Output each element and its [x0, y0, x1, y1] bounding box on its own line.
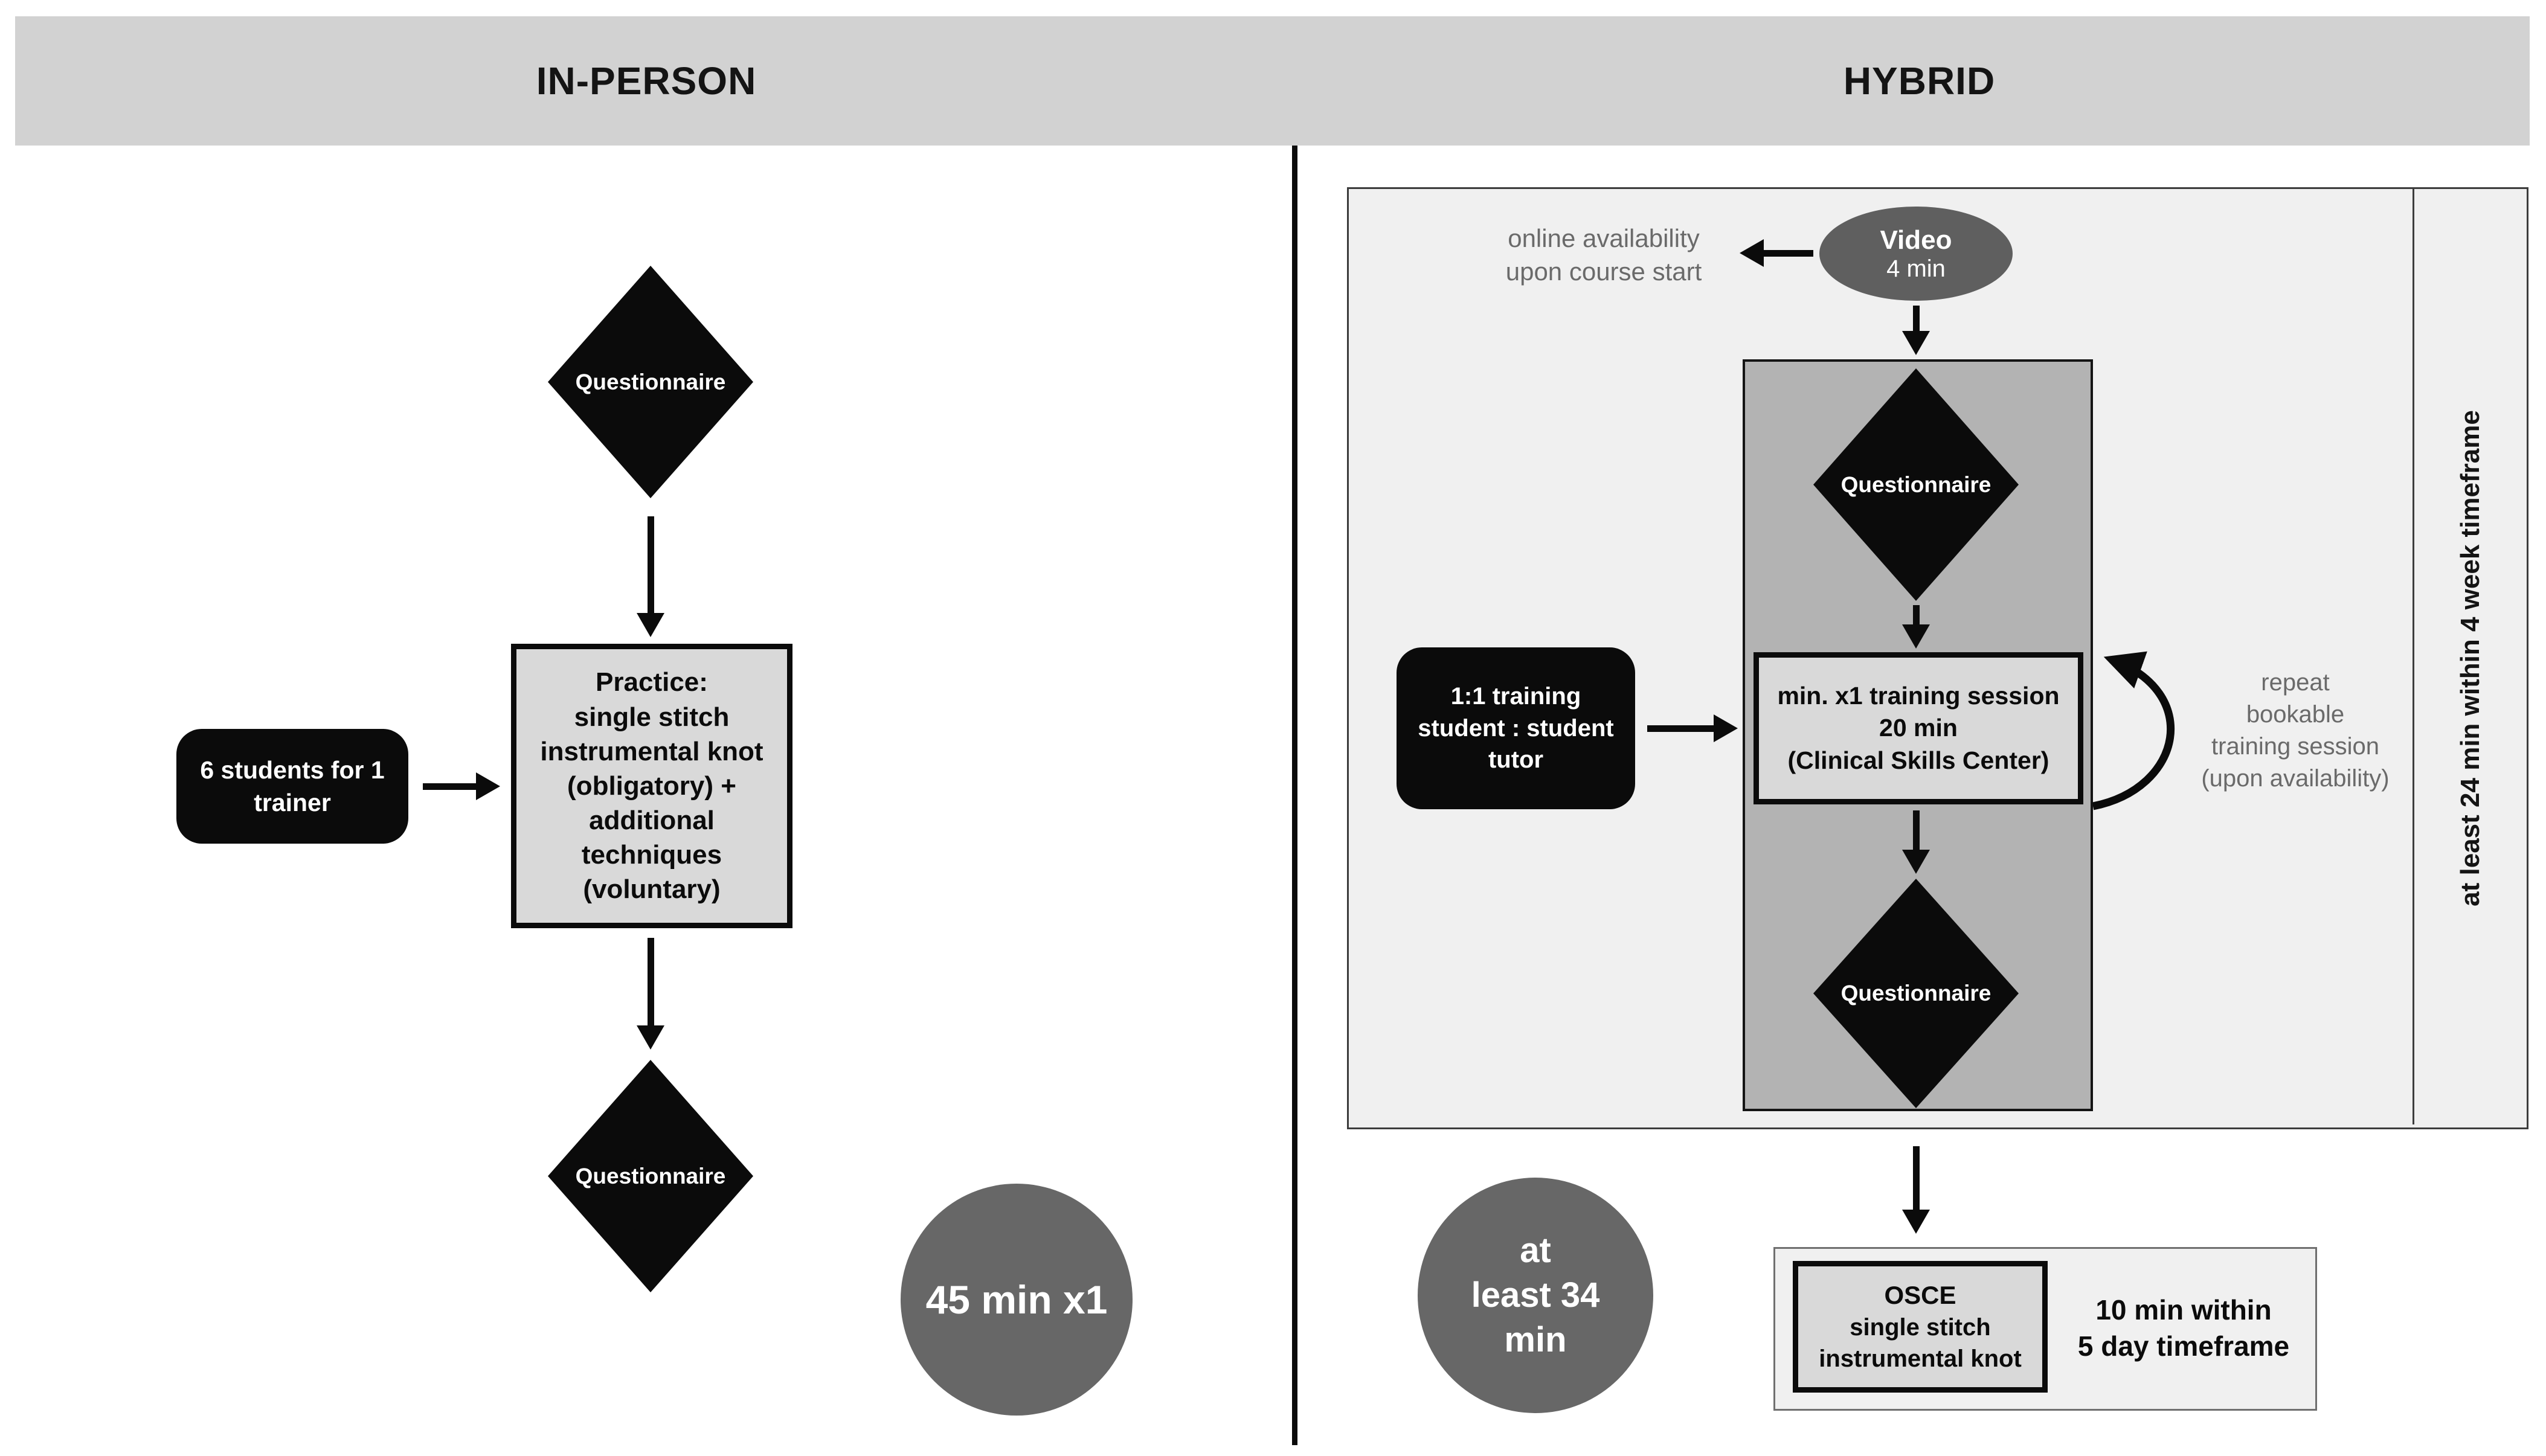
arrow-stem	[423, 783, 476, 790]
osce-body: single stitch instrumental knot	[1819, 1314, 2022, 1373]
arrow-head	[1714, 714, 1738, 742]
arrow-stem	[647, 938, 654, 1025]
arrow-head	[1902, 850, 1930, 874]
header-band	[15, 16, 2530, 146]
arrow-stem	[1764, 249, 1813, 257]
column-divider	[1292, 146, 1297, 1445]
arrow-left-icon	[1740, 239, 1813, 267]
osce-box: OSCE single stitch instrumental knot	[1793, 1261, 2048, 1393]
repeat-session-note: repeat bookable training session (upon a…	[2201, 669, 2390, 792]
practice-box: Practice: single stitch instrumental kno…	[511, 644, 792, 928]
arrow-stem	[1647, 725, 1714, 732]
timeframe-sidebar: at least 24 min within 4 week timeframe	[2455, 410, 2485, 906]
arrow-stem	[1912, 1146, 1920, 1210]
arrow-down-icon	[1902, 605, 1930, 649]
hybrid-title: HYBRID	[1843, 59, 1996, 103]
video-oval: Video 4 min	[1819, 207, 2013, 301]
arrow-down-icon	[1902, 810, 1930, 874]
arrow-down-icon	[637, 938, 664, 1050]
arrow-down-icon	[637, 516, 664, 637]
arrow-stem	[1912, 306, 1920, 331]
ratio-box: 6 students for 1 trainer	[176, 729, 408, 844]
arrow-down-icon	[1902, 1146, 1930, 1234]
tutor-ratio-box: 1:1 training student : student tutor	[1397, 647, 1635, 809]
arrow-head	[1902, 1210, 1930, 1234]
osce-title: OSCE	[1884, 1280, 1956, 1309]
sidebar-divider	[2413, 188, 2414, 1124]
in-person-questionnaire-pre-diamond: Questionnaire	[548, 266, 753, 498]
in-person-duration-circle: 45 min x1	[901, 1184, 1133, 1416]
arrow-head	[637, 1025, 664, 1050]
arrow-head	[637, 613, 664, 637]
arrow-head	[1902, 624, 1930, 649]
online-availability-note: online availability upon course start	[1505, 223, 1702, 286]
video-duration: 4 min	[1886, 255, 1946, 282]
arrow-right-icon	[1647, 714, 1738, 742]
osce-duration-note: 10 min within 5 day timeframe	[2077, 1294, 2290, 1362]
arrow-stem	[1912, 810, 1920, 850]
arrow-stem	[1912, 605, 1920, 624]
arrow-head	[1902, 331, 1930, 355]
loop-arrow-icon	[2092, 651, 2175, 810]
arrow-head	[1740, 239, 1764, 267]
arrow-down-icon	[1902, 306, 1930, 355]
in-person-title: IN-PERSON	[536, 59, 757, 103]
arrow-stem	[647, 516, 654, 613]
arrow-head	[476, 772, 500, 800]
training-session-box: min. x1 training session 20 min (Clinica…	[1754, 652, 2083, 804]
in-person-questionnaire-post-diamond: Questionnaire	[548, 1060, 753, 1292]
arrow-right-icon	[423, 772, 500, 800]
video-title: Video	[1880, 225, 1952, 255]
hybrid-duration-circle: at least 34 min	[1418, 1178, 1653, 1413]
